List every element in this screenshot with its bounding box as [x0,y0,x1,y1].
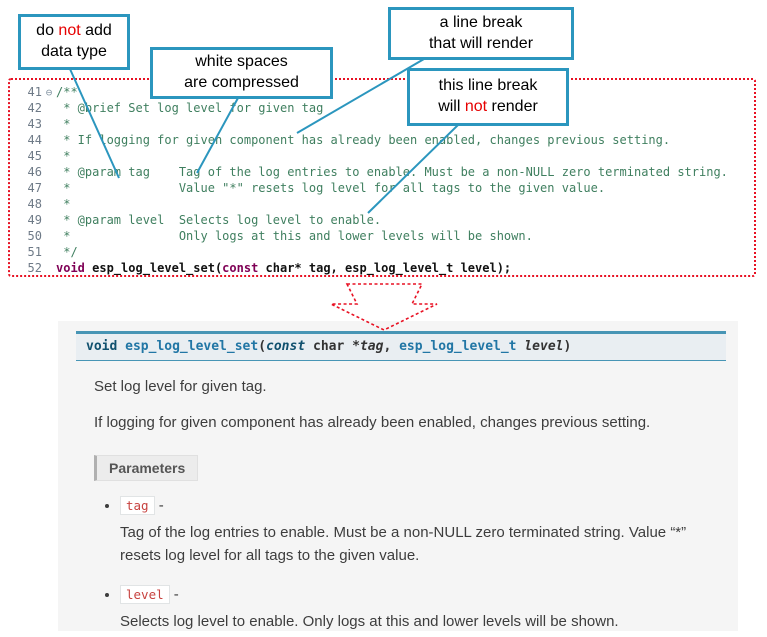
sig-punct: , [383,339,400,354]
line-number: 48 [27,197,42,211]
code-line: 48 * [10,196,754,212]
code-line: 45 * [10,148,754,164]
callout-no-datatype: do not add data type [18,14,130,70]
comment-text: * @param tag Tag of the log entries to e… [56,165,728,179]
sig-return-type: void [86,339,126,354]
param-name-chip: level [120,584,170,604]
code-line: 49 * @param level Selects log level to e… [10,212,754,228]
callout-text: will [438,98,465,115]
code-line: 50 * Only logs at this and lower levels … [10,228,754,244]
line-number: 45 [27,149,42,163]
code-line: 51 */ [10,244,754,260]
code-line: 47 * Value "*" resets log level for all … [10,180,754,196]
param-separator: - [169,585,179,603]
line-number: 41 [27,85,42,99]
line-number: 43 [27,117,42,131]
code-line: 42 * @brief Set log level for given tag [10,100,754,116]
code-line: 43 * [10,116,754,132]
code-line-function-declaration: 52 void esp_log_level_set(const char* tag… [10,260,754,276]
callout-text-line: this line break [438,77,538,95]
line-number: 51 [27,245,42,259]
function-name: esp_log_level_set( [92,261,223,275]
callout-text: render [487,98,538,115]
callout-text-line: a line break [439,13,523,31]
detailed-description: If logging for given component has alrea… [94,414,651,431]
docs-body: Set log level for given tag. If logging … [94,376,712,633]
code-editor-snippet: 41⊖/** 42 * @brief Set log level for giv… [8,78,756,277]
code-line: 46 * @param tag Tag of the log entries t… [10,164,754,180]
code-line: 44 * If logging for given component has … [10,132,754,148]
callout-text-emphasis: not [464,98,488,115]
sig-function-name: esp_log_level_set [125,339,259,354]
keyword-void: void [56,261,93,275]
comment-text: * @param level Selects log level to enab… [56,213,382,227]
comment-text: * @brief Set log level for given tag [56,101,324,115]
line-number: 47 [27,181,42,195]
line-number: 44 [27,133,42,147]
callout-text-line: are compressed [184,74,299,91]
line-number: 50 [27,229,42,243]
comment-text: * If logging for given component has alr… [56,133,671,147]
line-number: 42 [27,101,42,115]
callout-text-line: that will render [428,34,534,52]
param-separator: - [154,497,164,514]
line-number: 52 [27,261,42,275]
line-number: 46 [27,165,42,179]
line-number: 49 [27,213,42,227]
callout-linebreak-not-render: this line break will not render [407,68,569,126]
parameter-item-tag: tag - Tag of the log entries to enable. … [120,496,712,568]
sig-param-name: level [524,339,564,354]
keyword-const: const [222,261,259,275]
param-name-chip: tag [120,496,155,515]
comment-text: * [56,149,71,163]
fold-minus-icon: ⊖ [45,86,53,99]
declaration-rest: char* tag, esp_log_level_t level); [258,261,512,275]
code-line: 41⊖/** [10,84,754,100]
comment-text: * Value "*" resets log level for all tag… [56,181,606,195]
callout-whitespace: white spaces are compressed [150,47,333,99]
callout-text-line: white spaces [195,53,288,71]
rendered-docs-panel: void esp_log_level_set(const char *tag, … [58,321,738,631]
parameter-list: tag - Tag of the log entries to enable. … [94,496,712,633]
sig-param-name: tag [359,339,384,354]
comment-text: * [56,197,71,211]
parameters-label: Parameters [94,455,199,481]
sig-param-type: char * [305,339,360,354]
callout-linebreak-renders: a line break that will render [388,7,574,60]
brief-description: Set log level for given tag. [94,378,267,395]
sig-punct: ) [563,339,572,354]
function-signature: void esp_log_level_set(const char *tag, … [76,331,726,361]
callout-text-line: data type [41,43,107,60]
comment-text: /** [56,85,78,99]
parameter-item-level: level - Selects log level to enable. Onl… [120,584,712,633]
comment-text: * Only logs at this and lower levels wil… [56,229,533,243]
callout-text-line: will not render [438,97,538,118]
callout-text-line: do not add [36,21,112,42]
callout-text: add [80,22,112,40]
comment-text: */ [56,245,78,259]
sig-punct: ( [258,339,267,354]
sig-const-keyword: const [266,339,306,354]
param-description: Tag of the log entries to enable. Must b… [120,524,687,565]
callout-text: do [36,22,59,40]
comment-text: * [56,117,71,131]
sig-param-type-link: esp_log_level_t [399,339,525,354]
param-description: Selects log level to enable. Only logs a… [120,612,619,630]
callout-text-emphasis: not [58,22,81,40]
